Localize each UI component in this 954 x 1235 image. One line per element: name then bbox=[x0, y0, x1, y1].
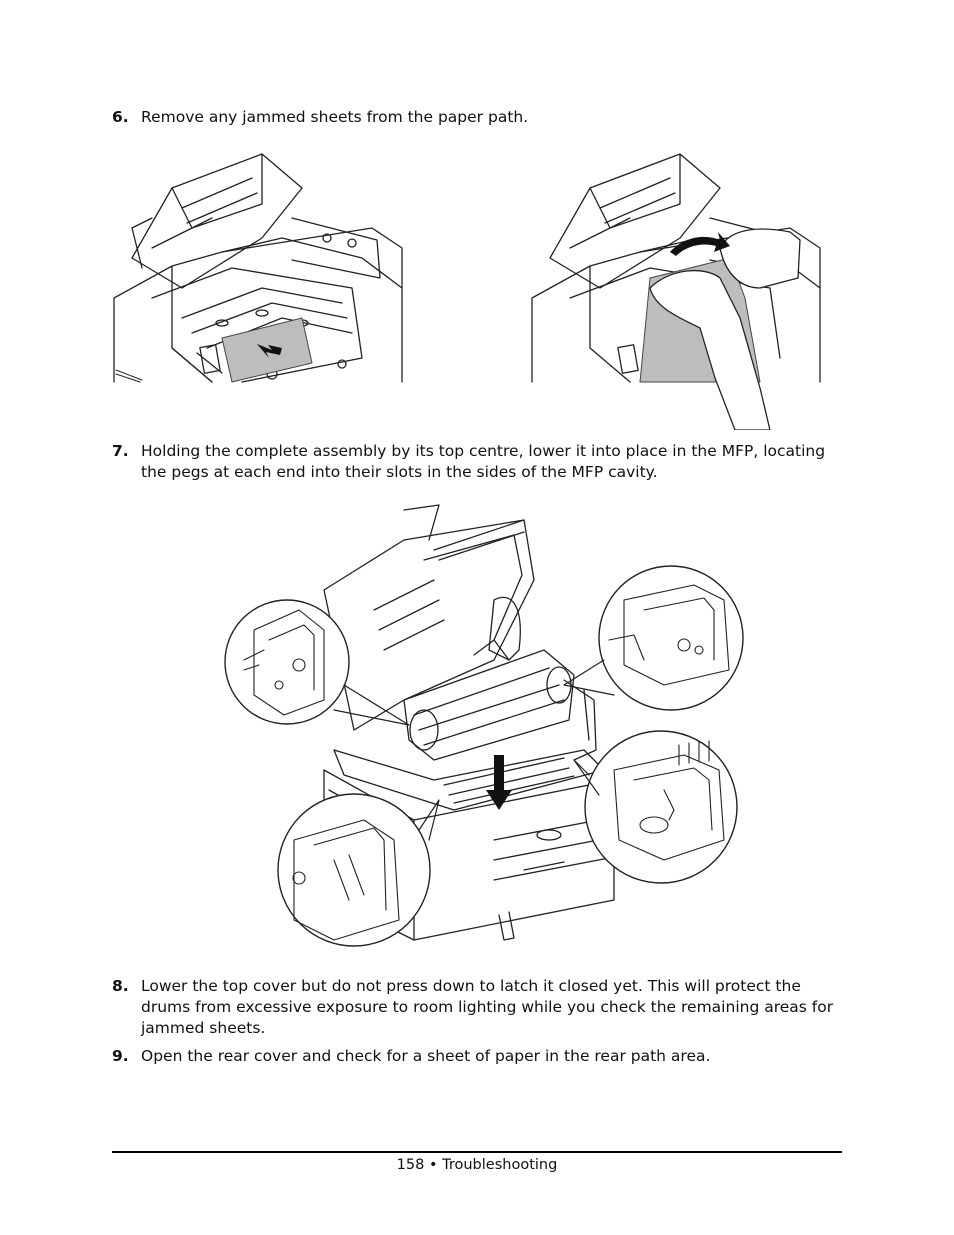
step-number: 9. bbox=[112, 1047, 129, 1065]
page-footer: 158 • Troubleshooting bbox=[396, 1157, 558, 1173]
step-text: Holding the complete assembly by its top… bbox=[141, 442, 826, 481]
drum-assembly-insertion-illustration bbox=[224, 504, 744, 947]
step-text: Open the rear cover and check for a shee… bbox=[141, 1047, 711, 1065]
step-text: Remove any jammed sheets from the paper … bbox=[141, 108, 529, 126]
step-9: 9. Open the rear cover and check for a s… bbox=[112, 1046, 842, 1067]
printer-open-jammed-sheet-illustration bbox=[113, 153, 403, 383]
step-text: Lower the top cover but do not press dow… bbox=[141, 977, 834, 1037]
step-number: 7. bbox=[112, 442, 129, 460]
hands-removing-sheet-illustration bbox=[531, 153, 821, 430]
step-7: 7. Holding the complete assembly by its … bbox=[112, 441, 842, 483]
step-8: 8. Lower the top cover but do not press … bbox=[112, 976, 842, 1039]
step-number: 6. bbox=[112, 108, 129, 126]
footer-divider bbox=[112, 1151, 842, 1153]
step-number: 8. bbox=[112, 977, 129, 995]
step-6: 6. Remove any jammed sheets from the pap… bbox=[112, 107, 842, 128]
